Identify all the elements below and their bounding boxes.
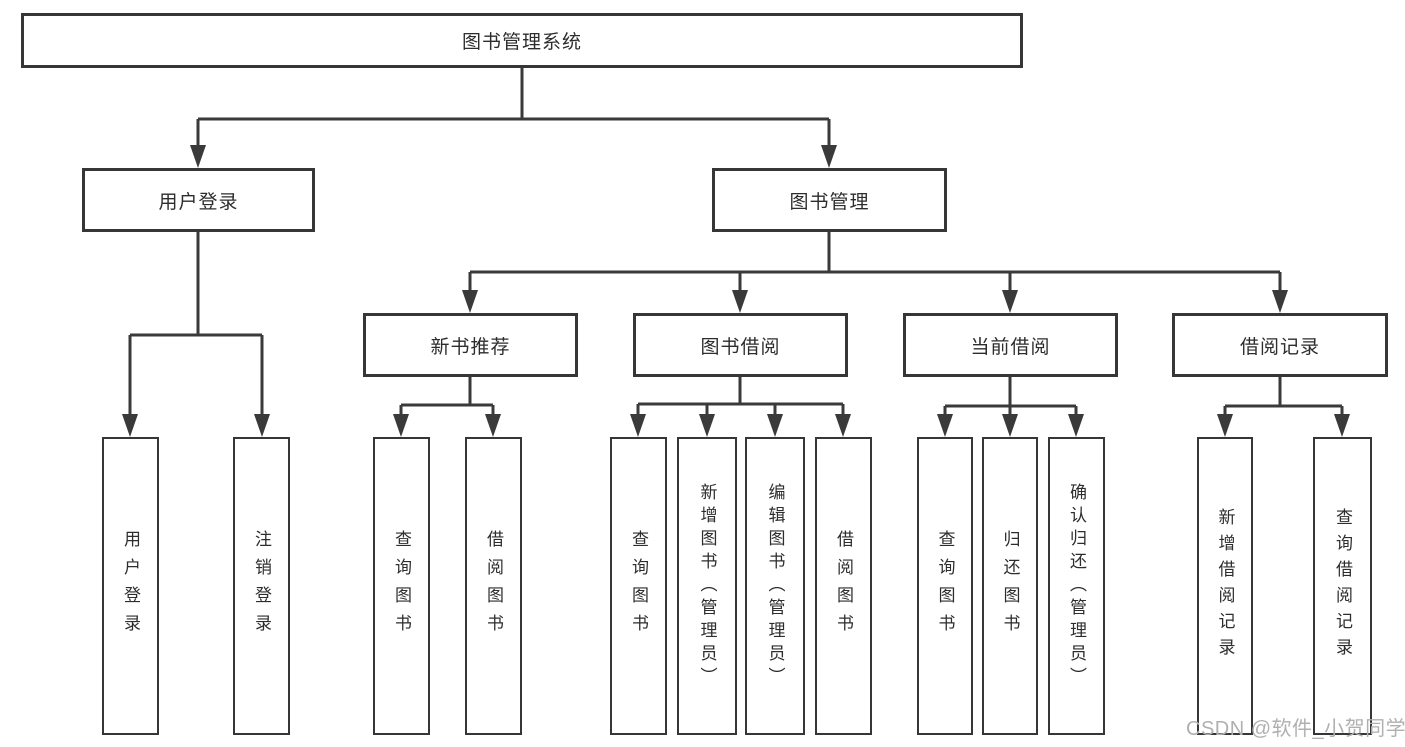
arrowheads: [122, 145, 1350, 437]
leaf-query-books-1: 查询图书: [373, 437, 430, 735]
leaf-label: 新增借阅记录: [1215, 508, 1235, 664]
leaf-add-borrow-record: 新增借阅记录: [1197, 437, 1253, 735]
leaf-query-books-2: 查询图书: [610, 437, 667, 735]
connector-book-borrow-children: [636, 377, 845, 420]
leaf-label: 查询图书: [935, 530, 955, 642]
arrow-down-icon: [122, 414, 138, 437]
leaf-borrow-books-1: 借阅图书: [465, 437, 522, 735]
arrow-down-icon: [937, 414, 953, 437]
leaf-add-book-admin: 新增图书（管理员）: [677, 437, 737, 735]
leaf-confirm-return-admin: 确认归还（管理员）: [1048, 437, 1105, 735]
csdn-watermark: CSDN @软件_小贺同学: [1186, 718, 1405, 740]
arrow-down-icon: [732, 290, 748, 313]
leaf-label: 新增图书（管理员）: [697, 482, 717, 690]
arrow-down-icon: [1334, 414, 1350, 437]
arrow-down-icon: [699, 414, 715, 437]
node-borrowing-records: 借阅记录: [1172, 313, 1388, 377]
leaf-label: 借阅图书: [834, 530, 853, 642]
leaf-borrow-books-2: 借阅图书: [815, 437, 872, 735]
node-book-borrowing: 图书借阅: [633, 313, 848, 377]
leaf-query-books-3: 查询图书: [917, 437, 973, 735]
node-book-management: 图书管理: [712, 168, 947, 232]
leaf-label: 用户登录: [121, 530, 140, 642]
leaf-query-borrow-record: 查询借阅记录: [1313, 437, 1372, 735]
arrow-down-icon: [1002, 414, 1018, 437]
node-library-management-system: 图书管理系统: [21, 13, 1023, 68]
connector-new-book-children: [399, 377, 495, 420]
arrow-down-icon: [767, 414, 783, 437]
leaf-label: 查询图书: [392, 530, 411, 642]
leaf-user-login: 用户登录: [102, 437, 159, 735]
leaf-label: 确认归还（管理员）: [1067, 482, 1086, 690]
arrow-down-icon: [1002, 290, 1018, 313]
arrow-down-icon: [462, 290, 478, 313]
connector-borrow-record-children: [1223, 377, 1344, 420]
arrow-down-icon: [393, 414, 409, 437]
node-current-borrowing: 当前借阅: [903, 313, 1118, 377]
leaf-edit-book-admin: 编辑图书（管理员）: [745, 437, 805, 735]
arrow-down-icon: [835, 414, 851, 437]
leaf-logout: 注销登录: [233, 437, 290, 735]
connector-user-login-children: [128, 232, 264, 420]
arrow-down-icon: [1272, 290, 1288, 313]
leaf-label: 归还图书: [1000, 530, 1020, 642]
connector-root-to-l2: [196, 68, 831, 150]
arrow-down-icon: [485, 414, 501, 437]
node-user-login: 用户登录: [82, 168, 315, 232]
arrow-down-icon: [190, 145, 206, 168]
arrow-down-icon: [821, 145, 837, 168]
arrow-down-icon: [1068, 414, 1084, 437]
connector-current-borrow-children: [943, 377, 1078, 420]
leaf-label: 编辑图书（管理员）: [765, 482, 785, 690]
leaf-label: 查询图书: [629, 530, 648, 642]
leaf-label: 注销登录: [252, 530, 271, 642]
node-new-book-recommendation: 新书推荐: [363, 313, 578, 377]
arrow-down-icon: [254, 414, 270, 437]
leaf-return-books: 归还图书: [982, 437, 1038, 735]
leaf-label: 查询借阅记录: [1333, 508, 1352, 664]
leaf-label: 借阅图书: [484, 530, 503, 642]
arrow-down-icon: [630, 414, 646, 437]
arrow-down-icon: [1217, 414, 1233, 437]
connector-book-management-children: [468, 232, 1282, 295]
